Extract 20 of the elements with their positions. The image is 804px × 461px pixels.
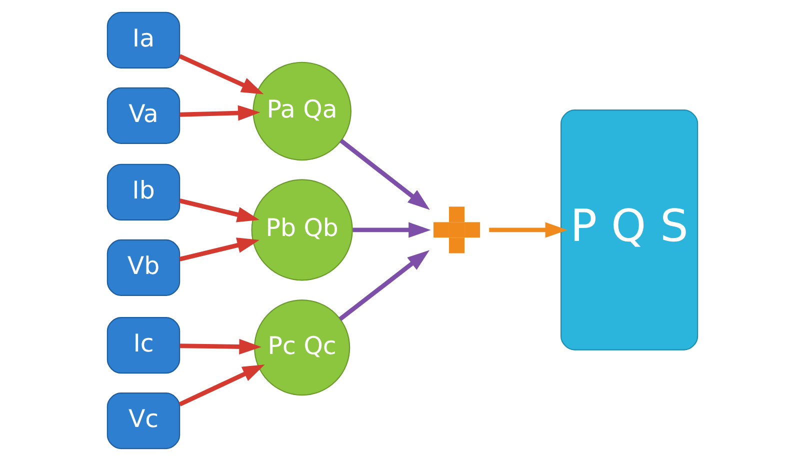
node-box: Va: [106, 87, 180, 144]
arrow: [339, 138, 430, 210]
node-circle: Pc Qc: [254, 300, 350, 396]
arrow: [352, 222, 430, 238]
arrow: [178, 54, 264, 94]
node-box: Ib: [106, 164, 180, 221]
node-box: Vc: [106, 392, 180, 450]
node-box: Ic: [106, 317, 180, 374]
arrow: [338, 250, 430, 321]
arrow: [179, 338, 261, 354]
arrow: [178, 238, 259, 262]
node-box: Vb: [106, 239, 180, 296]
node-box: Ia: [106, 12, 180, 68]
node-circle: Pb Qb: [250, 179, 352, 281]
arrow: [178, 364, 264, 406]
arrow: [488, 222, 568, 238]
arrow: [178, 198, 259, 222]
arrow: [179, 105, 260, 121]
node-circle: Pa Qa: [252, 62, 351, 161]
node-box: P Q S: [560, 110, 698, 350]
